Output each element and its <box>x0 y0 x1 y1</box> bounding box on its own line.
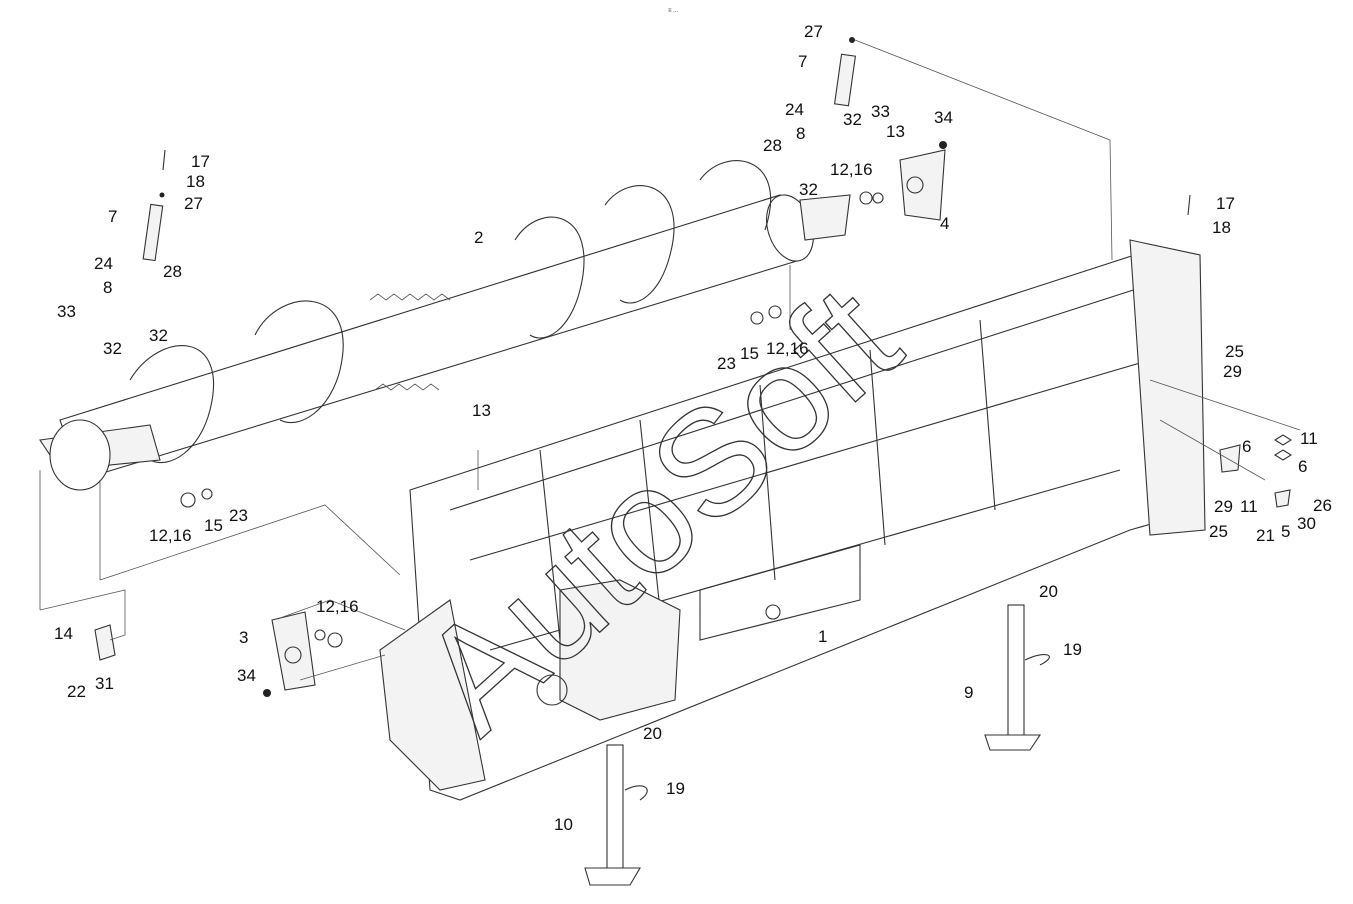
callout-30: 30 <box>1297 514 1316 533</box>
callout-6b: 6 <box>1298 457 1307 476</box>
small-parts <box>94 37 1293 697</box>
callout-19a: 19 <box>1063 640 1082 659</box>
callout-18a: 18 <box>186 172 205 191</box>
callout-23a: 23 <box>229 506 248 525</box>
leader-lines <box>39 39 1301 681</box>
callout-labels: 1 2 3 4 5 6 6 7 7 8 8 9 10 11 11 12,16 1… <box>54 22 1332 834</box>
auger-assembly <box>39 160 851 491</box>
callout-17b: 17 <box>1216 194 1235 213</box>
callout-6a: 6 <box>1242 437 1251 456</box>
callout-34a: 34 <box>237 666 256 685</box>
callout-12-16a: 12,16 <box>149 526 192 545</box>
callout-17a: 17 <box>191 152 210 171</box>
callout-1: 1 <box>818 627 827 646</box>
callout-13a: 13 <box>472 401 491 420</box>
stand-9 <box>984 604 1050 751</box>
callout-18b: 18 <box>1212 218 1231 237</box>
callout-12-16b: 12,16 <box>316 597 359 616</box>
callout-33b: 33 <box>871 102 890 121</box>
callout-32b: 32 <box>149 326 168 345</box>
callout-31: 31 <box>95 674 114 693</box>
callout-32c: 32 <box>843 110 862 129</box>
callout-32d: 32 <box>799 180 818 199</box>
callout-10: 10 <box>554 815 573 834</box>
callout-12-16c: 12,16 <box>766 339 809 358</box>
callout-15a: 15 <box>204 516 223 535</box>
callout-22: 22 <box>67 682 86 701</box>
callout-24a: 24 <box>94 254 113 273</box>
callout-24b: 24 <box>785 100 804 119</box>
header-mark: ≡ ... <box>668 8 679 14</box>
callout-27b: 27 <box>804 22 823 41</box>
callout-25a: 25 <box>1225 342 1244 361</box>
callout-19b: 19 <box>666 779 685 798</box>
callout-20b: 20 <box>643 724 662 743</box>
callout-27a: 27 <box>184 194 203 213</box>
callout-14: 14 <box>54 624 73 643</box>
callout-26: 26 <box>1313 496 1332 515</box>
callout-5: 5 <box>1281 522 1290 541</box>
callout-7a: 7 <box>108 207 117 226</box>
callout-15b: 15 <box>740 344 759 363</box>
callout-33a: 33 <box>57 302 76 321</box>
callout-23b: 23 <box>717 354 736 373</box>
callout-32a: 32 <box>103 339 122 358</box>
callout-2: 2 <box>474 228 483 247</box>
callout-9: 9 <box>964 683 973 702</box>
callout-13b: 13 <box>886 122 905 141</box>
callout-11a: 11 <box>1300 429 1318 448</box>
callout-3: 3 <box>239 628 248 647</box>
callout-20a: 20 <box>1039 582 1058 601</box>
callout-28b: 28 <box>763 136 782 155</box>
callout-28a: 28 <box>163 262 182 281</box>
callout-8a: 8 <box>103 278 112 297</box>
callout-12-16d: 12,16 <box>830 160 873 179</box>
callout-8b: 8 <box>796 124 805 143</box>
callout-25b: 25 <box>1209 522 1228 541</box>
header-frame <box>379 239 1206 801</box>
callout-34b: 34 <box>934 108 953 127</box>
callout-29a: 29 <box>1223 362 1242 381</box>
callout-7b: 7 <box>798 52 807 71</box>
stand-10 <box>584 744 648 886</box>
callout-21: 21 <box>1256 526 1275 545</box>
callout-11b: 11 <box>1240 497 1258 516</box>
callout-4: 4 <box>940 214 949 233</box>
callout-29b: 29 <box>1214 497 1233 516</box>
